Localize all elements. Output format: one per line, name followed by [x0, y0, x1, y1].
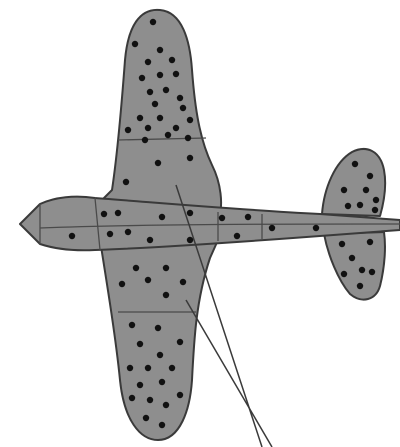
hit-dot-upper-wing	[165, 132, 171, 138]
hit-dot-lower-tail	[341, 271, 347, 277]
hit-dot-upper-wing	[157, 115, 163, 121]
lower-wing	[100, 240, 218, 440]
hit-dot-lower-wing-outer	[177, 392, 183, 398]
hit-dot-fuselage	[313, 225, 319, 231]
hit-dot-fuselage	[101, 211, 107, 217]
hit-dot-fuselage	[125, 229, 131, 235]
hit-dot-upper-wing	[185, 135, 191, 141]
hit-dot-upper-wing	[147, 89, 153, 95]
hit-dot-lower-wing-inner	[145, 277, 151, 283]
hit-dot-lower-wing-outer	[177, 339, 183, 345]
lower-tailplane	[324, 232, 385, 300]
hit-dot-upper-wing	[152, 101, 158, 107]
hit-dot-lower-wing-inner	[123, 179, 129, 185]
hit-dot-fuselage	[107, 231, 113, 237]
hit-dot-fuselage	[234, 233, 240, 239]
hit-dot-lower-wing-outer	[137, 382, 143, 388]
hit-dot-upper-wing	[173, 71, 179, 77]
hit-dot-upper-tail	[372, 207, 378, 213]
hit-dot-lower-wing-outer	[137, 341, 143, 347]
hit-dot-upper-wing	[150, 19, 156, 25]
hit-dot-lower-wing-outer	[155, 325, 161, 331]
hit-dot-upper-wing	[137, 115, 143, 121]
hit-dot-lower-wing-outer	[157, 352, 163, 358]
hit-dot-upper-tail	[345, 203, 351, 209]
hit-dot-upper-wing	[139, 75, 145, 81]
hit-dot-upper-wing	[157, 47, 163, 53]
hit-dot-lower-wing-outer	[145, 365, 151, 371]
hit-dot-lower-tail	[359, 267, 365, 273]
hit-dot-lower-wing-outer	[163, 402, 169, 408]
hit-dot-lower-wing-outer	[129, 322, 135, 328]
hit-dot-lower-tail	[367, 239, 373, 245]
hit-dot-lower-wing-outer	[169, 365, 175, 371]
hit-dot-upper-wing	[180, 105, 186, 111]
upper-wing	[98, 10, 221, 212]
hit-dot-fuselage	[187, 210, 193, 216]
hit-dot-fuselage	[147, 237, 153, 243]
hit-dot-upper-tail	[363, 187, 369, 193]
hit-dot-upper-tail	[367, 173, 373, 179]
hit-dot-lower-wing-outer	[159, 422, 165, 428]
hit-dot-fuselage	[187, 237, 193, 243]
hit-dot-upper-wing	[142, 137, 148, 143]
hit-dot-fuselage	[219, 215, 225, 221]
hit-dot-lower-wing-inner	[163, 292, 169, 298]
hit-dot-upper-wing	[173, 125, 179, 131]
hit-dot-upper-tail	[352, 161, 358, 167]
hit-dot-upper-wing	[177, 95, 183, 101]
hit-dot-upper-wing	[132, 41, 138, 47]
hit-dot-lower-wing-outer	[159, 379, 165, 385]
hit-dot-lower-wing-inner	[163, 265, 169, 271]
hit-dot-lower-tail	[357, 283, 363, 289]
hit-dot-upper-wing	[187, 117, 193, 123]
hit-dot-lower-wing-inner	[187, 155, 193, 161]
leader-line-2	[186, 300, 272, 447]
hit-dot-lower-wing-inner	[119, 281, 125, 287]
hit-dot-fuselage	[69, 233, 75, 239]
hit-dot-upper-wing	[169, 57, 175, 63]
hit-dot-upper-wing	[157, 72, 163, 78]
hit-dot-upper-wing	[145, 59, 151, 65]
hit-dot-upper-wing	[163, 87, 169, 93]
hit-dot-lower-wing-outer	[147, 397, 153, 403]
hit-dot-lower-wing-outer	[127, 365, 133, 371]
hit-dot-lower-wing-outer	[143, 415, 149, 421]
hit-dot-lower-wing-inner	[133, 265, 139, 271]
hit-dot-lower-tail	[369, 269, 375, 275]
hit-dot-lower-wing-outer	[129, 395, 135, 401]
hit-dot-lower-tail	[339, 241, 345, 247]
hit-dot-upper-tail	[341, 187, 347, 193]
hit-dot-fuselage	[269, 225, 275, 231]
hit-dot-lower-wing-inner	[155, 160, 161, 166]
hit-dot-lower-tail	[349, 255, 355, 261]
hit-dot-upper-wing	[125, 127, 131, 133]
hit-dot-fuselage	[159, 214, 165, 220]
hit-dot-upper-tail	[373, 197, 379, 203]
hit-dot-upper-tail	[357, 202, 363, 208]
hit-dot-fuselage	[115, 210, 121, 216]
hit-dot-lower-wing-inner	[180, 279, 186, 285]
upper-tailplane	[322, 149, 385, 216]
hit-dot-fuselage	[245, 214, 251, 220]
hit-dot-upper-wing	[145, 125, 151, 131]
